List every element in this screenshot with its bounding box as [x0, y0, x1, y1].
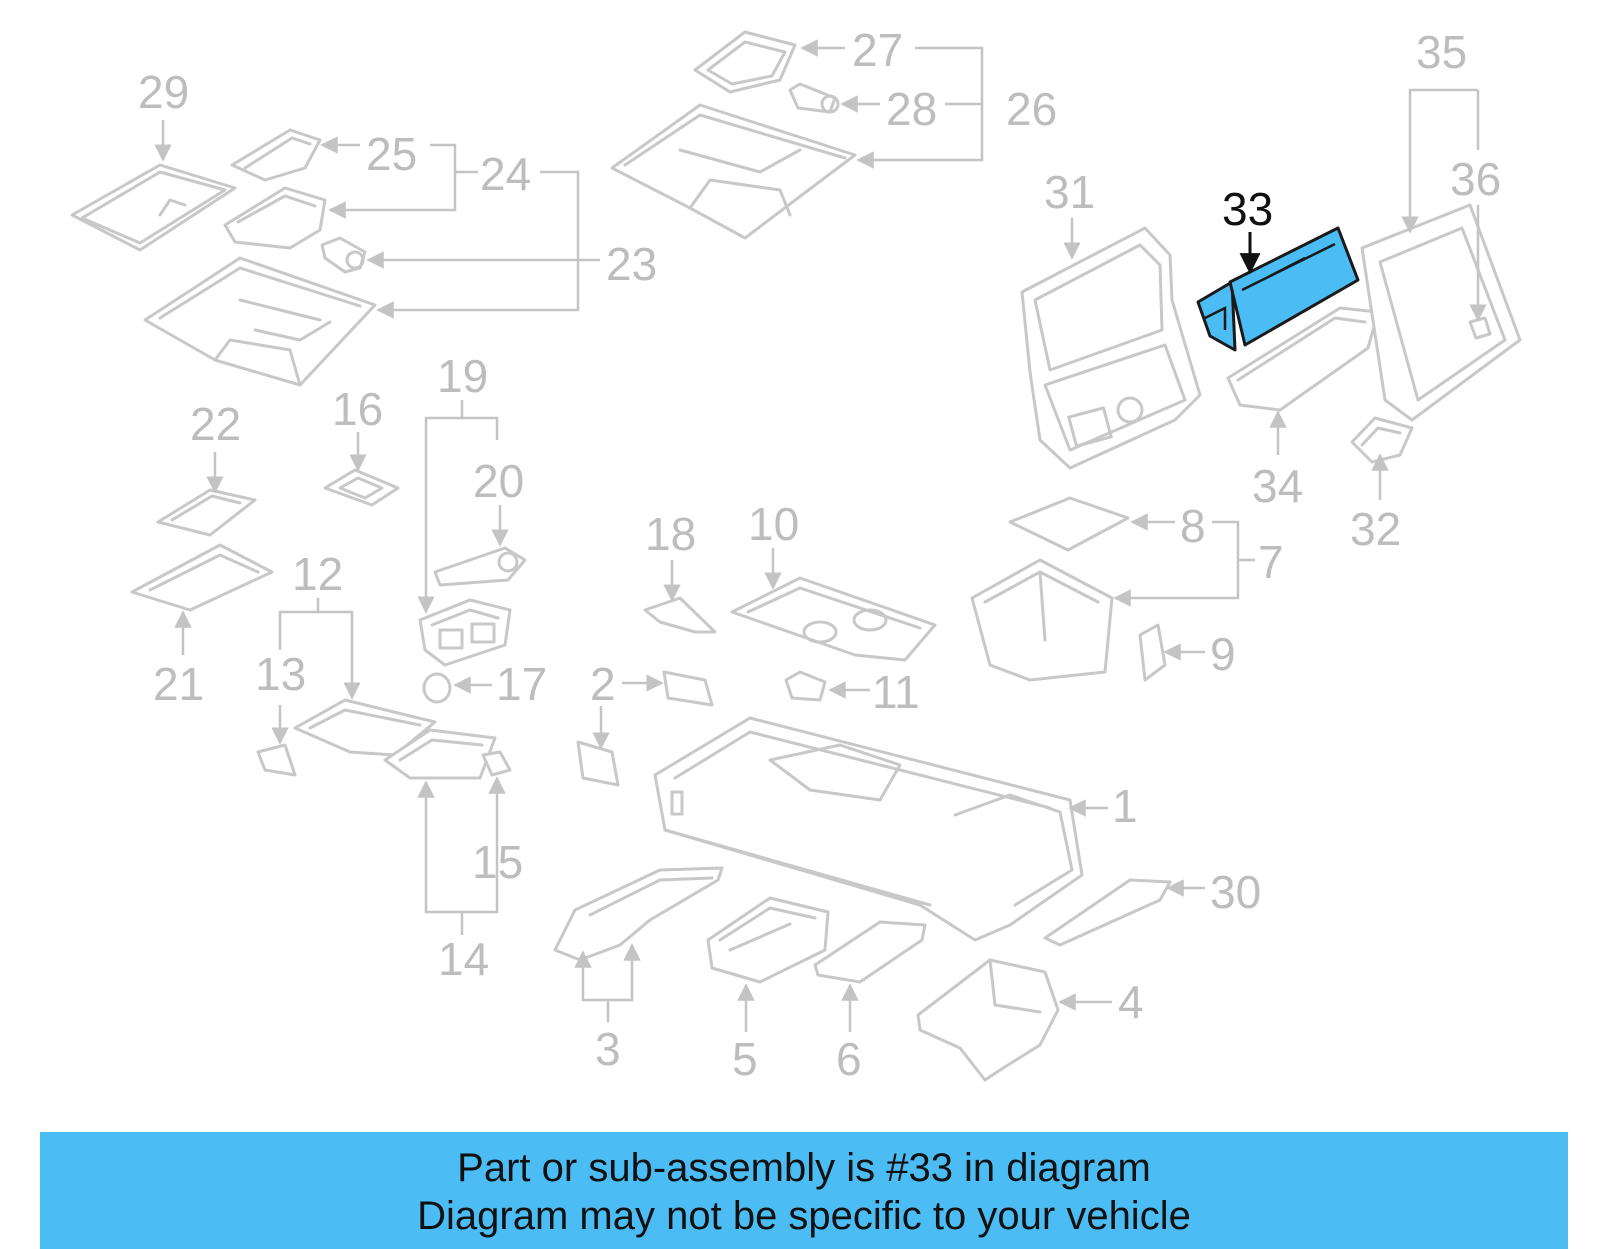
callout-15: 15 — [472, 836, 523, 888]
callout-6: 6 — [836, 1033, 862, 1085]
callout-34: 34 — [1252, 460, 1303, 512]
part-22-pad — [156, 488, 257, 537]
part-20-cupholder — [433, 546, 527, 587]
part-19-cupholder — [418, 598, 512, 667]
callout-33-highlighted: 33 — [1222, 183, 1273, 235]
part-9-clip — [1138, 623, 1167, 682]
callout-35: 35 — [1416, 26, 1467, 78]
callout-11: 11 — [872, 666, 920, 718]
callout-32: 32 — [1350, 503, 1401, 555]
part-27-lid — [693, 30, 797, 94]
info-banner: Part or sub-assembly is #33 in diagram D… — [40, 1132, 1568, 1249]
part-29-mat — [70, 163, 237, 252]
part-30-trim — [1043, 878, 1172, 947]
part-24-bin — [223, 186, 327, 250]
callout-23: 23 — [606, 238, 657, 290]
callout-30: 30 — [1210, 866, 1261, 918]
callout-36: 36 — [1450, 153, 1501, 205]
callout-labels: 1 2 3 4 5 6 7 8 9 10 11 12 13 14 15 16 1… — [138, 24, 1501, 1085]
callout-13: 13 — [255, 648, 306, 700]
banner-line-1: Part or sub-assembly is #33 in diagram — [457, 1146, 1151, 1190]
leader-lines — [154, 39, 1487, 1032]
part-31-bezel — [1020, 226, 1202, 470]
callout-27: 27 — [852, 24, 903, 76]
callout-31: 31 — [1044, 166, 1095, 218]
part-28-socket — [788, 82, 840, 114]
part-6-duct — [813, 920, 927, 984]
callout-2: 2 — [590, 658, 616, 710]
callout-29: 29 — [138, 66, 189, 118]
part-13-clip — [256, 743, 297, 777]
callout-1: 1 — [1112, 780, 1138, 832]
part-5-vent — [706, 896, 830, 984]
callout-21: 21 — [153, 658, 204, 710]
callout-8: 8 — [1180, 500, 1206, 552]
callout-28: 28 — [886, 83, 937, 135]
callout-26: 26 — [1006, 83, 1057, 135]
part-24-console-top — [143, 256, 377, 387]
part-2-bracket — [662, 670, 714, 707]
callout-5: 5 — [732, 1033, 758, 1085]
callout-10: 10 — [748, 498, 799, 550]
part-2b-plate — [576, 740, 620, 787]
part-15-clip — [481, 750, 512, 777]
part-3-bracket — [553, 866, 724, 962]
part-11-switch — [784, 670, 827, 702]
callout-17: 17 — [496, 658, 547, 710]
part-4-bracket — [916, 958, 1060, 1082]
part-26-console-top — [610, 103, 857, 240]
part-35-panel — [1360, 203, 1522, 422]
callout-14: 14 — [438, 933, 489, 985]
part-8-mat — [1008, 496, 1130, 552]
callout-7: 7 — [1258, 536, 1284, 588]
callout-12: 12 — [292, 548, 343, 600]
part-32-bracket — [1350, 416, 1414, 464]
callout-3: 3 — [595, 1023, 621, 1075]
callout-9: 9 — [1210, 628, 1236, 680]
callout-19: 19 — [437, 350, 488, 402]
callout-24: 24 — [480, 148, 531, 200]
callout-20: 20 — [473, 455, 524, 507]
banner-line-2: Diagram may not be specific to your vehi… — [417, 1194, 1191, 1238]
part-25-tray — [230, 128, 322, 182]
part-10-panel — [730, 576, 937, 662]
callout-22: 22 — [190, 398, 241, 450]
callout-25: 25 — [366, 128, 417, 180]
callout-4: 4 — [1118, 976, 1144, 1028]
part-23-socket — [320, 236, 367, 274]
part-7-bin — [970, 558, 1114, 682]
callout-18: 18 — [645, 508, 696, 560]
part-21-tray — [130, 543, 274, 612]
part-34-pocket — [1226, 306, 1380, 412]
callout-16: 16 — [332, 383, 383, 435]
part-33-highlighted — [1196, 226, 1360, 352]
part-17-plug — [422, 672, 452, 704]
parts-diagram: 1 2 3 4 5 6 7 8 9 10 11 12 13 14 15 16 1… — [70, 24, 1522, 1085]
part-1-console — [653, 716, 1084, 942]
part-16-insert — [323, 468, 400, 507]
part-18-clip — [643, 596, 717, 634]
